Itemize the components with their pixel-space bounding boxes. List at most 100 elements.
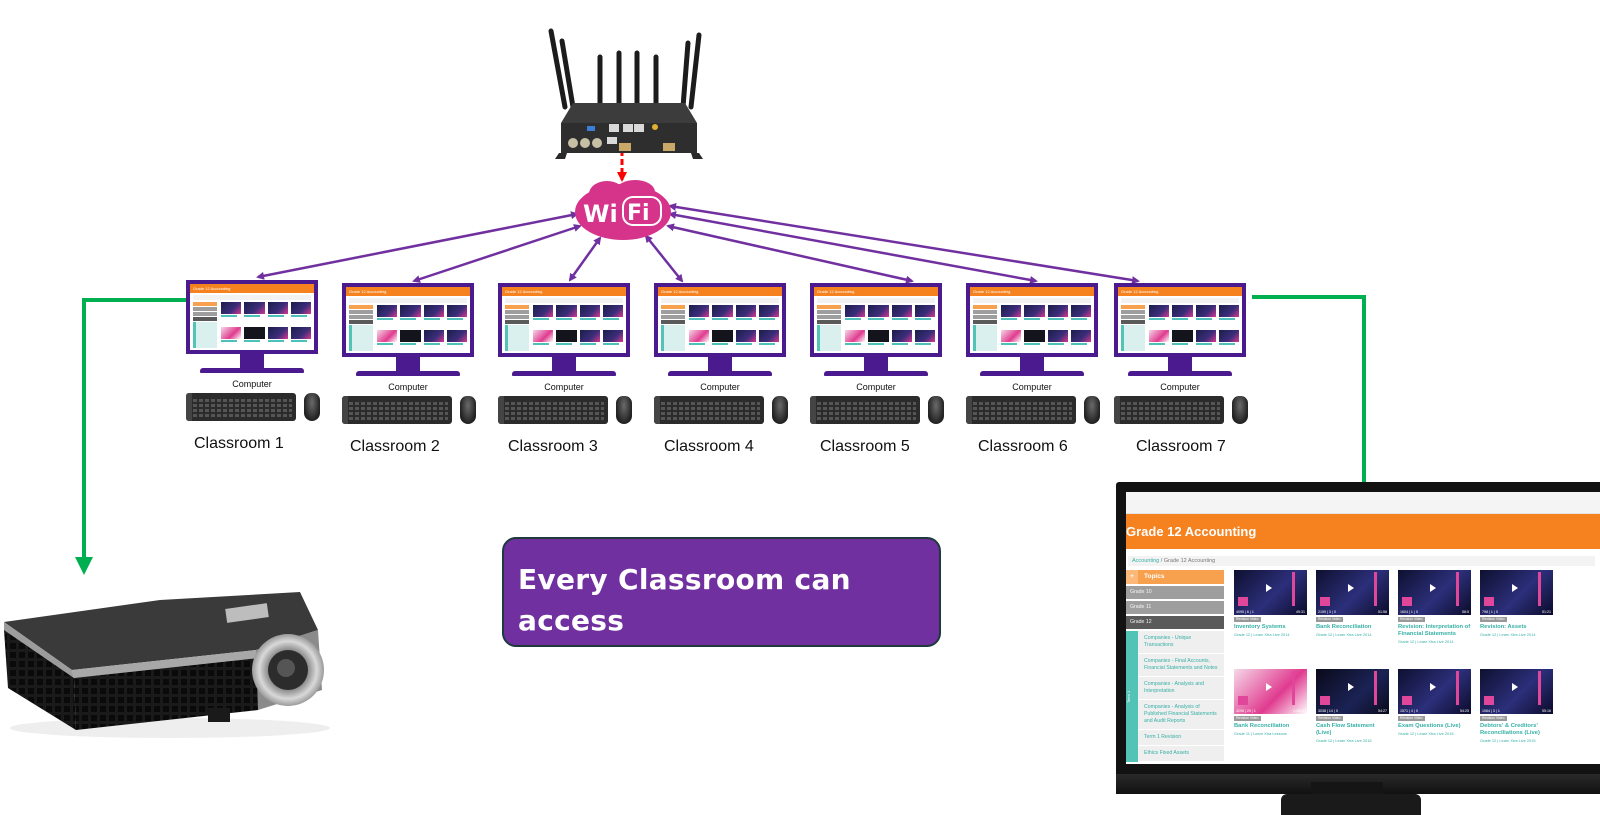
video-subtitle: Grade 12 | Learn Xtra Live 2014 <box>1398 639 1454 644</box>
classroom-label: Classroom 3 <box>508 438 598 455</box>
mini-thumb <box>1024 305 1045 317</box>
mouse-icon <box>460 396 476 424</box>
topic-item[interactable]: Companies - Analysis and Interpretation <box>1138 677 1224 700</box>
play-icon[interactable] <box>1266 683 1273 692</box>
keyboard-icon <box>1114 396 1224 424</box>
sidebar-item-grade-12[interactable]: Grade 12 <box>1126 616 1224 629</box>
monitor[interactable]: Grade 12 Accounting <box>654 283 786 357</box>
mini-thumb <box>267 302 288 314</box>
video-title[interactable]: Exam Questions (Live) <box>1398 723 1461 729</box>
monitor-base <box>980 371 1084 376</box>
play-icon[interactable] <box>1512 584 1519 593</box>
video-title[interactable]: Revision: Assets <box>1480 624 1527 630</box>
mouse-icon <box>1232 396 1248 424</box>
play-icon[interactable] <box>1266 584 1273 593</box>
sidebar-item-grade-10[interactable]: Grade 10 <box>1126 586 1224 599</box>
monitor[interactable]: Grade 12 Accounting <box>186 280 318 354</box>
classroom-station-1: Grade 12 Accounting <box>186 280 326 453</box>
keyboard-icon <box>186 393 296 421</box>
classroom-station-5: Grade 12 Accounting <box>810 283 950 456</box>
callout-line-1: Every Classroom can access <box>518 563 851 637</box>
wifi-link-classroom-3 <box>568 236 602 282</box>
mini-breadcrumb <box>1121 298 1239 303</box>
video-title[interactable]: Inventory Systems <box>1234 624 1286 630</box>
mini-thumb <box>446 330 467 342</box>
video-duration: 51:21 <box>1542 610 1551 614</box>
breadcrumb-link-accounting[interactable]: Accounting <box>1132 558 1160 564</box>
monitor[interactable]: Grade 12 Accounting <box>342 283 474 357</box>
play-icon[interactable] <box>1348 683 1355 692</box>
computer-label: Computer <box>1160 382 1200 392</box>
term-tab[interactable]: Term 1 <box>1126 631 1138 762</box>
computer-label: Computer <box>388 382 428 392</box>
mini-app-body <box>658 305 782 352</box>
play-icon[interactable] <box>1512 683 1519 692</box>
video-title[interactable]: Debtors' & Creditors' Reconciliations (L… <box>1480 723 1540 736</box>
play-icon[interactable] <box>1430 584 1437 593</box>
topics-toggle[interactable]: + Topics <box>1126 570 1224 584</box>
video-stats: 3038 | 14 | 0 <box>1318 709 1338 713</box>
mini-breadcrumb <box>505 298 623 303</box>
video-duration: 54:27 <box>1378 709 1387 713</box>
mini-thumb <box>377 330 398 342</box>
monitor[interactable]: Grade 12 Accounting <box>498 283 630 357</box>
mini-thumb <box>1070 330 1091 342</box>
play-icon[interactable] <box>1430 683 1437 692</box>
channel-logo-icon <box>1320 696 1330 705</box>
channel-logo-icon <box>1402 696 1412 705</box>
classroom-label: Classroom 4 <box>664 438 754 455</box>
mini-video-grid <box>685 305 779 352</box>
topic-item[interactable]: Companies - Unique Transactions <box>1138 631 1224 654</box>
mini-thumb <box>845 330 866 342</box>
wifi-label-wi: Wi <box>583 200 618 228</box>
video-thumbnail[interactable]: 3038 | 14 | 0 54:27 <box>1316 669 1389 714</box>
monitor-base <box>668 371 772 376</box>
channel-logo-icon <box>1484 597 1494 606</box>
video-duration: 49:31 <box>1296 610 1305 614</box>
projector-icon <box>4 592 330 738</box>
mini-thumb <box>712 305 733 317</box>
topic-item[interactable]: Ethics Fixed Assets <box>1138 746 1224 762</box>
video-title[interactable]: Bank Reconciliation <box>1234 723 1290 729</box>
monitor-stand <box>708 357 732 371</box>
sidebar-item-grade-11[interactable]: Grade 11 <box>1126 601 1224 614</box>
mini-thumb <box>845 305 866 317</box>
monitor[interactable]: Grade 12 Accounting <box>966 283 1098 357</box>
topic-item[interactable]: Term 1 Revision <box>1138 730 1224 746</box>
mini-video-grid <box>217 302 311 349</box>
monitor[interactable]: Grade 12 Accounting <box>810 283 942 357</box>
thumbnail-stripe <box>1292 671 1295 705</box>
video-title[interactable]: Bank Reconciliation <box>1316 624 1372 630</box>
mini-thumb <box>423 330 444 342</box>
keyboard-icon <box>498 396 608 424</box>
video-title[interactable]: Cash Flow Statement (Live) <box>1316 723 1375 736</box>
thumbnail-stripe <box>1538 572 1541 606</box>
video-subtitle: Grade 12 | Learn Xtra Live 2015 <box>1398 731 1454 736</box>
video-title[interactable]: Revision: Interpretation of Financial St… <box>1398 624 1471 637</box>
large-display: Grade 12 Accounting Accounting / Grade 1… <box>1116 482 1600 815</box>
monitor-base <box>356 371 460 376</box>
breadcrumb-current: Grade 12 Accounting <box>1163 558 1216 564</box>
video-tag: Revision Video <box>1398 716 1425 721</box>
topic-item[interactable]: Companies - Analysis of Published Financ… <box>1138 700 1224 730</box>
play-icon[interactable] <box>1348 584 1355 593</box>
topics-sidebar: + Topics Grade 10 Grade 11 Grade 12 Term… <box>1126 570 1224 762</box>
mini-thumb <box>290 327 311 339</box>
topic-item[interactable]: Companies - Final Accounts, Financial St… <box>1138 654 1224 677</box>
monitor[interactable]: Grade 12 Accounting <box>1114 283 1246 357</box>
